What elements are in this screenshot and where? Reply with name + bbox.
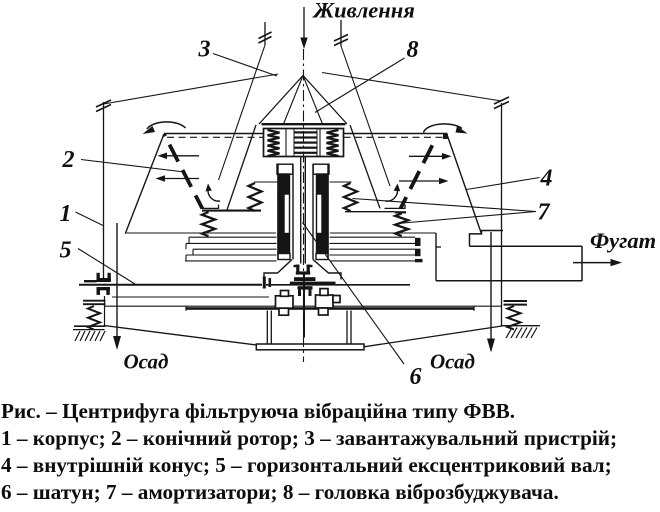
svg-text:4 – внутрішній конус; 5 – гори: 4 – внутрішній конус; 5 – горизонтальний… [1, 453, 612, 477]
svg-text:Осад: Осад [124, 350, 169, 374]
svg-text:3: 3 [198, 37, 211, 63]
svg-text:6 – шатун; 7 – амортизатори; 8: 6 – шатун; 7 – амортизатори; 8 – головка… [1, 480, 559, 504]
svg-text:2: 2 [62, 147, 75, 173]
svg-text:1 – корпус; 2 – конічний ротор: 1 – корпус; 2 – конічний ротор; 3 – зава… [1, 426, 617, 450]
svg-text:1: 1 [60, 201, 72, 227]
svg-text:7: 7 [538, 200, 551, 226]
svg-text:Живлення: Живлення [312, 0, 415, 23]
svg-text:Фугат: Фугат [590, 228, 656, 253]
svg-text:6: 6 [410, 364, 422, 390]
svg-text:Рис. – Центрифуга фільтруюча в: Рис. – Центрифуга фільтруюча вібраційна … [1, 399, 515, 423]
svg-text:8: 8 [407, 37, 419, 63]
svg-text:4: 4 [540, 166, 553, 192]
svg-text:5: 5 [60, 238, 72, 264]
svg-text:Осад: Осад [430, 350, 475, 374]
